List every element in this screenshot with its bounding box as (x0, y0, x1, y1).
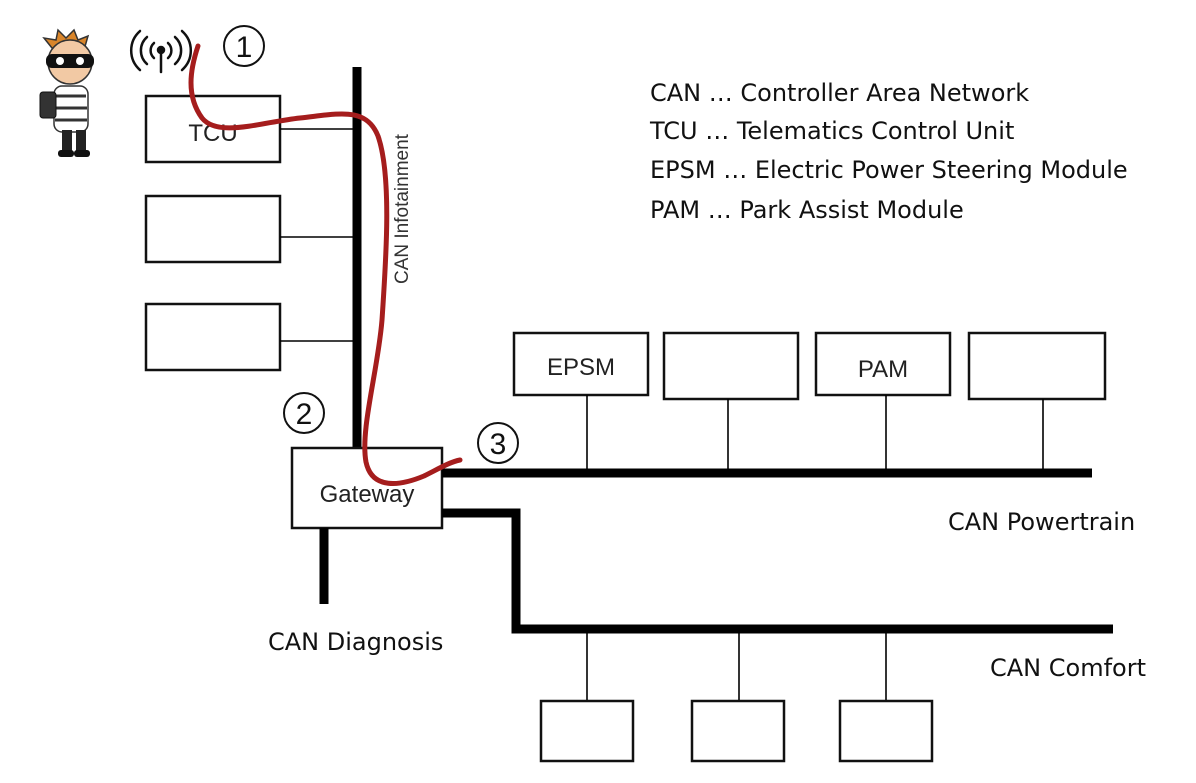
ecu-box-powertrain-4 (967, 331, 1107, 401)
ecu-box-comfort-2 (690, 699, 786, 763)
ecu-box-powertrain-2 (662, 331, 800, 401)
ecu-box-left-2 (144, 194, 282, 264)
step-2-marker: 2 (283, 392, 325, 434)
legend-item: EPSM … Electric Power Steering Module (650, 156, 1128, 184)
step-1-number: 1 (236, 31, 253, 64)
legend-item: CAN … Controller Area Network (650, 79, 1029, 107)
attack-path (188, 43, 463, 486)
gateway-box (290, 446, 444, 530)
hacker-icon (39, 28, 94, 157)
pam-label: PAM (858, 356, 908, 383)
ecu-box-comfort-3 (838, 699, 934, 763)
can-infotainment-label: CAN Infotainment (392, 133, 413, 284)
ecu-box-left-3 (144, 302, 282, 372)
legend-item: PAM … Park Assist Module (650, 196, 964, 224)
step-3-marker: 3 (477, 422, 519, 464)
ecu-box-comfort-1 (539, 699, 635, 763)
step-3-number: 3 (490, 428, 507, 461)
epsm-label: EPSM (547, 354, 615, 381)
can-powertrain-label: CAN Powertrain (948, 508, 1135, 536)
can-diagnosis-label: CAN Diagnosis (268, 628, 443, 656)
step-2-number: 2 (296, 398, 313, 431)
step-1-marker: 1 (223, 25, 265, 67)
can-comfort-label: CAN Comfort (990, 654, 1146, 682)
pam-box (814, 331, 952, 397)
can-comfort-bus (442, 508, 1113, 634)
epsm-box (512, 331, 650, 397)
legend-item: TCU … Telematics Control Unit (649, 117, 1014, 145)
wireless-signal-icon (130, 29, 192, 74)
legend: CAN … Controller Area Network TCU … Tele… (649, 79, 1128, 224)
